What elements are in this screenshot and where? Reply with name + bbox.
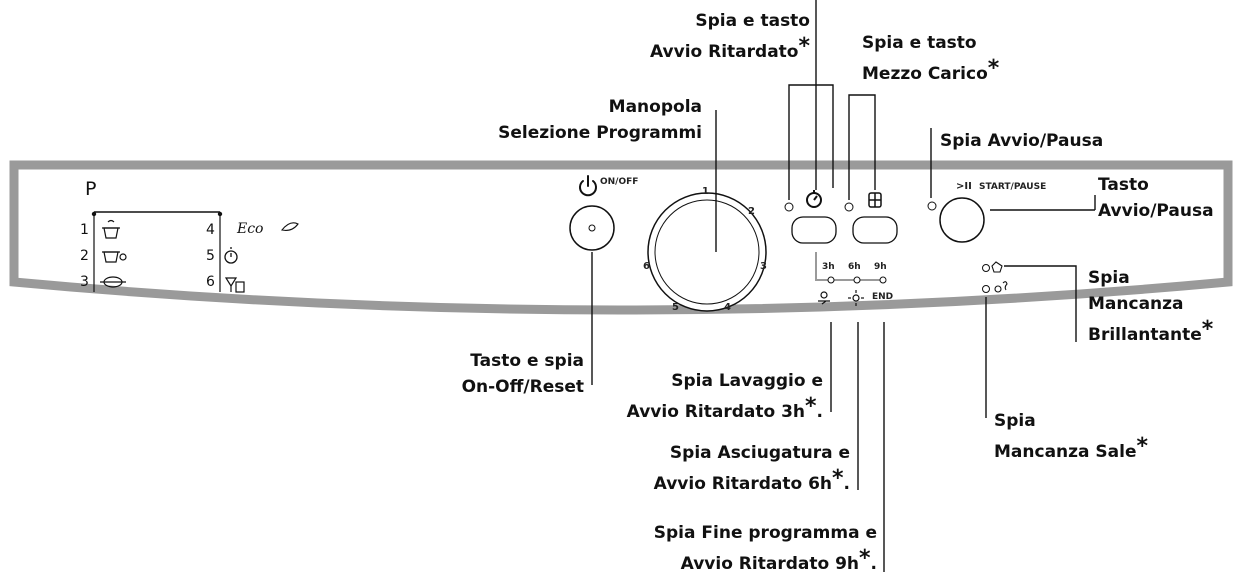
start-pause-led: [927, 201, 937, 211]
program-num-3: 3: [80, 274, 89, 290]
delay-button: [791, 216, 837, 244]
program-dial: [647, 192, 767, 312]
start-pause-button: [939, 197, 985, 243]
callout-mezzo-carico: Spia e tasto Mezzo Carico*: [862, 33, 1000, 84]
callout-brillantante: Spia Mancanza Brillantante*: [1088, 268, 1214, 345]
callout-lavaggio: Spia Lavaggio e Avvio Ritardato 3h*.: [626, 371, 823, 422]
delay-3h-label: 3h: [822, 262, 835, 272]
led-6h: [853, 276, 861, 284]
rinse-aid-icon: [991, 261, 1003, 273]
dial-number-3: 3: [760, 261, 767, 272]
power-icon: [579, 175, 597, 197]
delay-stopwatch-icon: [806, 190, 822, 208]
program-num-2: 2: [80, 248, 89, 264]
start-pause-label: START/PAUSE: [979, 182, 1047, 192]
half-load-icon: [868, 192, 882, 208]
dial-number-1: 1: [702, 186, 709, 197]
callout-avvio-ritardato: Spia e tasto Avvio Ritardato*: [650, 11, 810, 62]
callout-manopola: Manopola Selezione Programmi: [498, 97, 702, 143]
led-9h: [879, 276, 887, 284]
delay-led: [784, 202, 794, 212]
led-3h: [827, 276, 835, 284]
callout-tasto-avvio-pausa: Tasto Avvio/Pausa: [1098, 175, 1214, 221]
wash-icon: [818, 291, 830, 305]
dial-number-6: 6: [643, 261, 650, 272]
end-label: END: [872, 292, 894, 302]
dial-number-4: 4: [724, 302, 731, 313]
delay-6h-label: 6h: [848, 262, 861, 272]
callout-sale: Spia Mancanza Sale*: [994, 411, 1149, 462]
onoff-button: [569, 205, 615, 251]
pot-normal-icon: [102, 251, 127, 263]
bowl-light-icon: [100, 276, 126, 288]
dial-number-5: 5: [672, 302, 679, 313]
callout-onoff-reset: Tasto e spia On-Off/Reset: [461, 351, 584, 397]
salt-led: [982, 285, 990, 293]
stopwatch-icon: [224, 247, 238, 264]
rinse-aid-led: [982, 264, 990, 272]
start-pause-glyph: >II: [956, 181, 972, 192]
dial-number-2: 2: [748, 206, 755, 217]
delay-9h-label: 9h: [874, 262, 887, 272]
callout-spia-avvio-pausa: Spia Avvio/Pausa: [940, 131, 1104, 151]
salt-icon: [994, 281, 1008, 293]
callout-fine-programma: Spia Fine programma e Avvio Ritardato 9h…: [653, 523, 877, 574]
callout-asciugatura: Spia Asciugatura e Avvio Ritardato 6h*.: [653, 443, 850, 494]
program-num-5: 5: [206, 248, 215, 264]
program-num-4: 4: [206, 222, 215, 238]
panel-outline: [9, 160, 1233, 315]
pot-heavy-icon: [102, 219, 120, 239]
half-load-button: [852, 216, 898, 244]
sun-icon: [848, 290, 864, 306]
half-load-led: [844, 202, 854, 212]
leaf-icon: [281, 222, 299, 231]
program-header: P: [85, 178, 97, 200]
onoff-label: ON/OFF: [600, 177, 639, 187]
program-num-6: 6: [206, 274, 215, 290]
program-label-eco: Eco: [237, 221, 264, 237]
glass-cup-icon: [224, 277, 245, 293]
program-num-1: 1: [80, 222, 89, 238]
